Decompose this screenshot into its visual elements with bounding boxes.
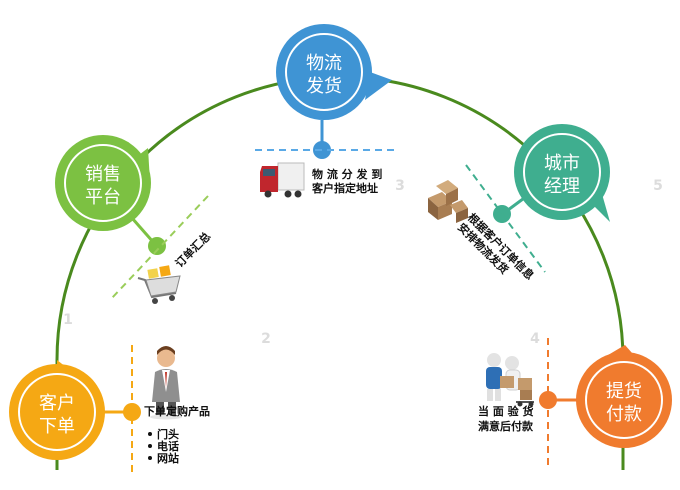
step-number-2: 2 bbox=[261, 331, 271, 347]
node-logistics: 物流 发货 bbox=[276, 24, 392, 120]
order-bullet-dot bbox=[148, 432, 152, 436]
step-number-4: 4 bbox=[530, 331, 540, 347]
node-customer-line1: 客户 bbox=[39, 393, 75, 414]
step-number-3: 3 bbox=[395, 178, 405, 194]
order-bullet-1: 门头 bbox=[157, 427, 179, 441]
node-pickup: 提货 付款 bbox=[576, 345, 672, 448]
order-bullet-dot bbox=[148, 456, 152, 460]
order-bullet-2: 电话 bbox=[157, 439, 179, 453]
shipping-line1: 物 流 分 发 到 bbox=[312, 167, 382, 181]
step-number-5: 5 bbox=[653, 178, 663, 194]
businessman-icon bbox=[150, 346, 182, 420]
truck-icon bbox=[260, 162, 305, 198]
step-number-1: 1 bbox=[63, 312, 73, 328]
node-customer: 客户 下单 bbox=[9, 360, 105, 460]
boxes-icon bbox=[428, 180, 468, 223]
sales-connector-dot bbox=[148, 237, 166, 255]
order-bullet-dot bbox=[148, 444, 152, 448]
node-city-line1: 城市 bbox=[544, 153, 580, 174]
node-logistics-line1: 物流 bbox=[306, 53, 342, 74]
node-sales-line2: 平台 bbox=[85, 187, 121, 208]
delivery-worker-icon bbox=[486, 353, 534, 407]
node-sales: 销售 平台 bbox=[55, 135, 151, 231]
summary-text: 订单汇总 bbox=[172, 229, 213, 270]
node-city: 城市 经理 bbox=[514, 124, 610, 222]
node-pickup-line2: 付款 bbox=[606, 404, 642, 425]
shopping-cart-icon bbox=[137, 265, 181, 304]
node-pickup-line1: 提货 bbox=[606, 381, 642, 402]
node-customer-line2: 下单 bbox=[39, 416, 75, 437]
shipping-line2: 客户指定地址 bbox=[311, 181, 378, 195]
inspect-line1: 当 面 验 货 bbox=[478, 404, 534, 418]
arrange-dash-line bbox=[465, 164, 546, 273]
inspect-line2: 满意后付款 bbox=[478, 419, 534, 433]
order-title: 下单定购产品 bbox=[144, 404, 210, 418]
order-bullet-3: 网站 bbox=[157, 451, 179, 465]
sales-connector bbox=[130, 217, 156, 244]
node-sales-line1: 销售 bbox=[85, 164, 121, 185]
node-city-line2: 经理 bbox=[544, 176, 580, 197]
node-logistics-line2: 发货 bbox=[306, 76, 342, 97]
